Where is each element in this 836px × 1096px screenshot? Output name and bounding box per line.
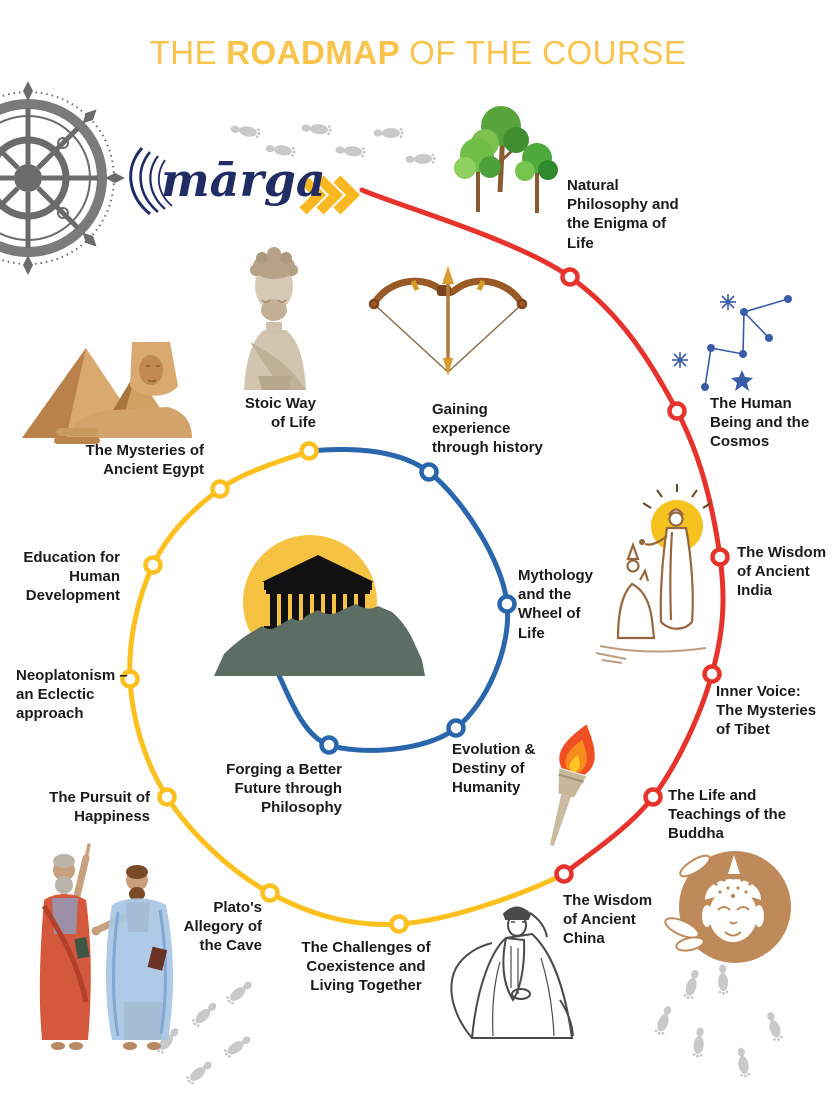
marga-swoosh-icon [129,146,173,216]
stop-label-gaining-experience: Gaining experience through history [432,401,543,457]
roadmap-node-icon [497,594,517,614]
constellation-icon [672,294,792,391]
roadmap-node-icon [419,462,439,482]
stop-label-wisdom-india: The Wisdom of Ancient India [737,544,827,600]
path-yellow-segment [127,448,567,927]
india-sage-icon [595,484,712,664]
bow-arrow-icon [368,266,528,376]
roadmap-node-icon [143,555,163,575]
roadmap-node-icon [299,441,319,461]
roadmap-node-icon [667,401,687,421]
page-title: THE ROADMAP OF THE COURSE [0,34,836,72]
stop-label-human-being-cosmos: The Human Being and the Cosmos [710,395,810,451]
roadmap-node-icon [554,864,574,884]
stop-label-mythology-wheel: Mythology and the Wheel of Life [518,567,593,642]
roadmap-node-icon [157,787,177,807]
stop-label-natural-philosophy: Natural Philosophy and the Enigma of Lif… [567,177,679,252]
stop-label-ancient-egypt: The Mysteries of Ancient Egypt [85,442,204,479]
stop-label-wisdom-china: The Wisdom of Ancient China [563,892,653,948]
acropolis-icon [214,535,425,676]
confucius-icon [450,906,574,1039]
title-highlight: ROADMAP [226,34,401,71]
stop-label-pursuit-happiness: The Pursuit of Happiness [49,789,150,826]
roadmap-nodes [120,267,730,934]
roadmap-node-icon [710,547,730,567]
roadmap-node-icon [702,664,722,684]
stop-label-life-buddha: The Life and Teachings of the Buddha [668,787,787,843]
stop-label-neoplatonism: Neoplatonism – an Eclectic approach [16,667,128,723]
stop-label-platos-cave: Plato's Allegory of the Cave [183,899,262,955]
stop-label-education: Education for Human Development [23,549,120,605]
stop-label-forging-future: Forging a Better Future through Philosop… [226,761,342,817]
title-post: OF THE COURSE [409,34,687,71]
bust-icon [244,247,306,390]
roadmap-node-icon [446,718,466,738]
torch-icon [549,724,595,846]
roadmap-node-icon [389,914,409,934]
roadmap-node-icon [120,669,140,689]
stop-label-coexistence: The Challenges of Coexistence and Living… [301,939,431,995]
roadmap-node-icon [210,479,230,499]
trees-icon [454,106,558,213]
chevrons-icon [299,175,361,215]
roadmap-node-icon [319,735,339,755]
stop-label-inner-voice-tibet: Inner Voice: The Mysteries of Tibet [716,683,817,739]
stop-label-stoic-way: Stoic Way of Life [244,395,316,432]
plato-aristotle-icon [39,843,174,1050]
title-pre: THE [149,34,218,71]
buddha-head-icon [664,851,791,963]
roadmap-node-icon [643,787,663,807]
roadmap-node-icon [260,883,280,903]
dharma-wheel-icon [0,81,125,275]
sphinx-pyramids-icon [22,342,192,444]
marga-logo: mārga [161,153,326,207]
roadmap-node-icon [560,267,580,287]
stop-label-evolution-destiny: Evolution & Destiny of Humanity [452,741,536,797]
